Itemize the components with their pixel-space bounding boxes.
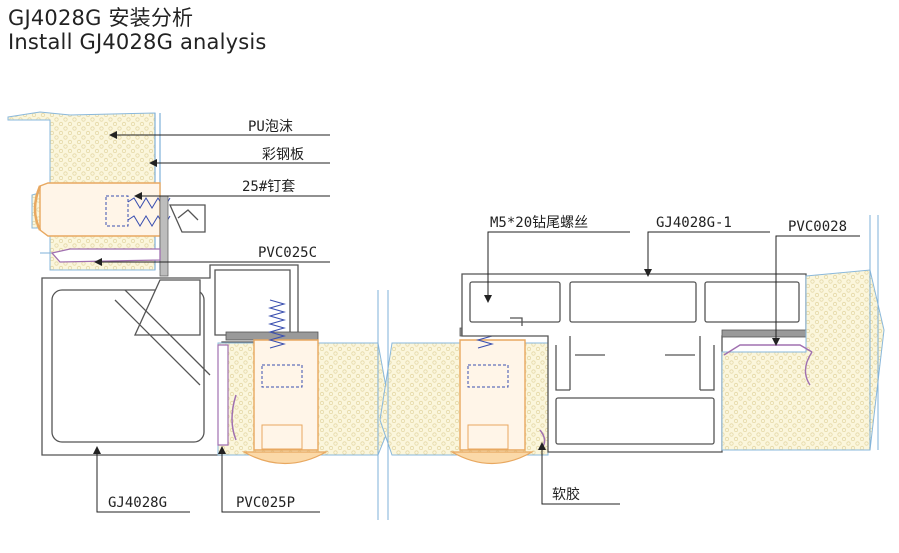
title-block: GJ4028G 安装分析 Install GJ4028G analysis [8, 6, 267, 54]
label-gj4028g: GJ4028G [108, 495, 167, 511]
label-nail-sleeve: 25#钉套 [242, 179, 295, 195]
steel-plate-vertical [159, 195, 169, 277]
nail-sleeve-left [33, 182, 171, 237]
label-color-steel: 彩钢板 [262, 147, 304, 163]
label-soft-glue: 软胶 [552, 486, 580, 503]
screw-sleeve-1 [225, 299, 329, 465]
title-english: Install GJ4028G analysis [8, 30, 267, 54]
label-pu-foam: PU泡沫 [248, 119, 293, 135]
pvc0028-strip [723, 344, 813, 356]
label-pvc025p: PVC025P [236, 495, 295, 511]
gj4028g-1-profile [461, 273, 807, 453]
title-chinese: GJ4028G 安装分析 [8, 6, 194, 30]
label-pvc0028: PVC0028 [788, 219, 847, 235]
pvc025p-strip [217, 344, 229, 446]
label-gj4028g-1: GJ4028G-1 [656, 215, 732, 231]
steel-plate-right [721, 329, 807, 338]
label-screw: M5*20钻尾螺丝 [490, 215, 588, 231]
right-panel [721, 215, 885, 451]
pvc025c-strip [50, 248, 161, 263]
label-pvc025c: PVC025C [258, 245, 317, 261]
